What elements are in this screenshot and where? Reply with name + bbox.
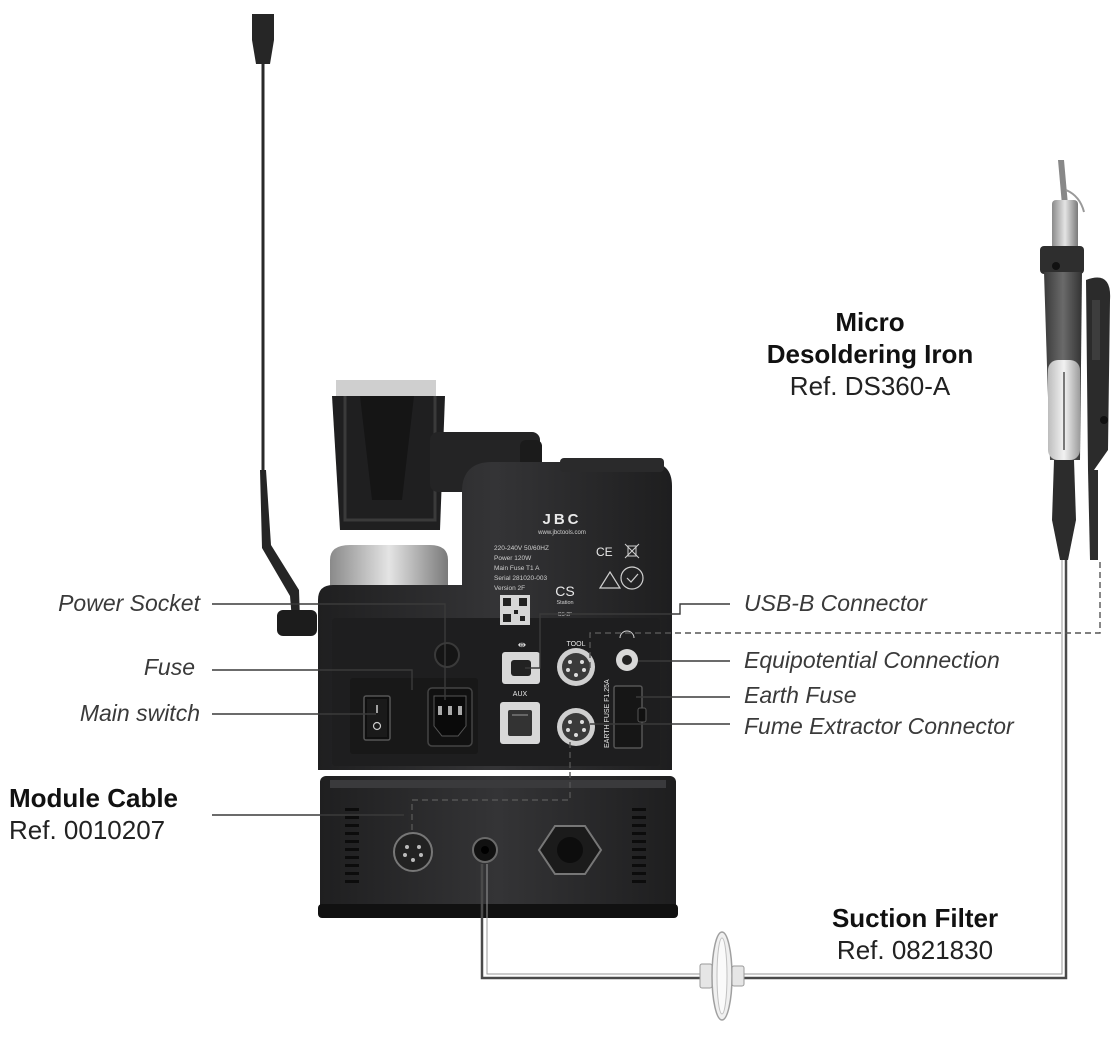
qr-code [500,595,530,625]
earth-fuse-holder[interactable]: EARTH FUSE F1.25A [604,679,647,749]
rating-label: JBC www.jbctools.com 220-240V 50/60HZ Po… [494,511,644,625]
callout-fuse: Fuse [143,654,195,680]
leader-lines [212,603,730,816]
iron-title-block: Micro Desoldering Iron Ref. DS360-A [730,306,1010,402]
leader-usb-b [525,603,730,669]
module-cable-block: Module Cable Ref. 0010207 [9,782,178,846]
module-cable-ref: Ref. 0010207 [9,815,166,845]
svg-text:⇹: ⇹ [518,640,526,651]
callout-power-socket: Power Socket [58,590,200,616]
svg-text:Station: Station [556,600,573,606]
dashed-lines [411,560,1101,830]
svg-text:220-240V 50/60HZ: 220-240V 50/60HZ [494,545,549,552]
module-cable-connector[interactable] [393,832,433,872]
equipotential-connector[interactable] [616,630,638,671]
quality-seal-icon [620,566,644,590]
svg-text:Main Fuse T1 A: Main Fuse T1 A [494,565,540,572]
callout-fume-extractor: Fume Extractor Connector [744,713,1014,739]
ce-mark: CE [596,545,613,559]
suction-tube [480,520,1068,980]
fume-module-body [318,776,678,918]
esd-triangle-icon [598,570,622,589]
suction-filter-block: Suction Filter Ref. 0821830 [800,902,1030,966]
model-name: CS [555,583,574,599]
tool-connector[interactable]: TOOL [557,641,595,686]
callout-earth-fuse: Earth Fuse [744,682,857,708]
main-switch[interactable] [363,695,391,741]
module-cable-dashed [411,742,571,830]
svg-text:Version 2F: Version 2F [494,585,525,592]
brand-logo: JBC [542,511,581,528]
callout-equipotential: Equipotential Connection [744,647,1000,673]
exhaust-outlet [537,825,603,875]
svg-text:www.jbctools.com: www.jbctools.com [537,530,586,536]
svg-text:AUX: AUX [513,691,528,698]
suction-filter-title: Suction Filter [831,903,999,933]
fume-extractor-connector[interactable] [557,708,595,746]
cable-holder-arm [252,14,317,636]
desoldering-iron [1040,160,1111,560]
aux-port[interactable]: AUX [500,691,540,744]
power-socket[interactable] [427,687,473,747]
weee-bin-icon [624,543,640,559]
leader-fuse [212,669,413,690]
svg-text:CS-2F: CS-2F [558,612,572,618]
svg-text:TOOL: TOOL [567,641,586,648]
svg-text:CE: CE [596,545,613,559]
svg-text:Serial 281020-003: Serial 281020-003 [494,575,548,582]
callout-usb-b: USB-B Connector [744,590,927,616]
module-cable-title: Module Cable [9,783,179,813]
leader-power-socket [212,603,446,700]
iron-ref: Ref. DS360-A [789,371,951,401]
suction-filter-ref: Ref. 0821830 [836,935,994,965]
usb-b-connector[interactable]: ⇹ [502,640,540,684]
suction-inlet[interactable] [472,837,498,863]
iron-title-line2: Desoldering Iron [766,339,974,369]
suction-filter [699,931,745,1021]
svg-text:EARTH FUSE F1.25A: EARTH FUSE F1.25A [604,679,611,748]
callout-main-switch: Main switch [79,700,200,726]
tool-cable-dashed [589,560,1101,668]
iron-title-line1: Micro [835,307,905,337]
svg-text:Power 120W: Power 120W [494,555,532,562]
